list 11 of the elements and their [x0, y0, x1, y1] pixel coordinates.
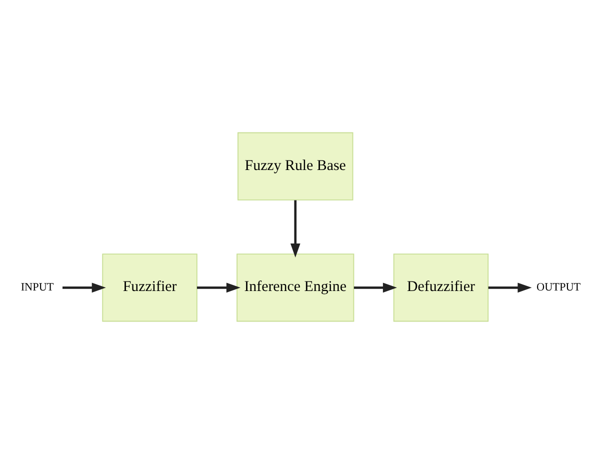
node-box: Defuzzifier	[393, 253, 489, 322]
node-box: Fuzzifier	[102, 253, 198, 322]
arrow	[488, 282, 532, 292]
node-box: Fuzzy Rule Base	[238, 132, 354, 200]
node-text: OUTPUT	[536, 281, 581, 294]
arrow	[290, 200, 300, 258]
node-box: Inference Engine	[236, 253, 354, 322]
arrow	[354, 282, 397, 292]
node-text: INPUT	[20, 281, 54, 294]
arrow	[62, 282, 106, 292]
arrow	[196, 282, 240, 292]
